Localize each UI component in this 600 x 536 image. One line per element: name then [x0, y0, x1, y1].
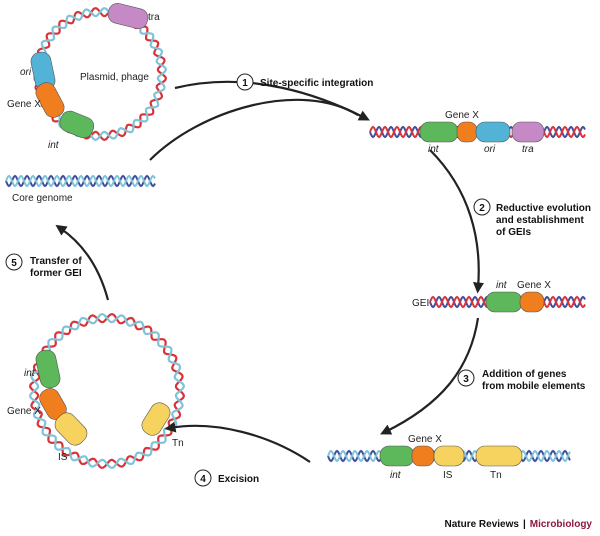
- step-3-number: 3: [463, 374, 469, 385]
- step-4: 4 Excision: [194, 469, 259, 487]
- gene-ori-integrated: [475, 121, 511, 143]
- step-markers: 1 Site-specific integration 2 Reductive …: [5, 73, 591, 487]
- gene-labels: tra Plasmid, phage ori Gene X int Core g…: [7, 12, 551, 481]
- arrow-step-3: [380, 317, 480, 435]
- label-tra-integrated: tra: [522, 144, 534, 155]
- credit-section: Microbiology: [530, 519, 593, 530]
- label-is-bottom-strand: IS: [443, 470, 453, 481]
- step-1-text-line-1: Site-specific integration: [260, 78, 373, 89]
- label-int-gei: int: [496, 280, 508, 291]
- gene-int-top-plasmid: [59, 110, 95, 139]
- label-int-bottom-strand: int: [390, 470, 402, 481]
- step-5: 5 Transfer of former GEI: [5, 253, 82, 279]
- arrow-return-core: [149, 98, 359, 161]
- arrow-step-4: [164, 421, 311, 463]
- label-ori-integrated: ori: [484, 144, 496, 155]
- label-gei: GEI: [412, 298, 429, 309]
- dna-bottom-plasmid: [29, 313, 185, 469]
- gene-int-bottom-strand: [379, 445, 415, 467]
- journal-credit: Nature Reviews | Microbiology: [444, 519, 592, 530]
- label-int-integrated: int: [428, 144, 440, 155]
- gene-int-integrated: [419, 121, 459, 143]
- label-tra-top: tra: [148, 12, 160, 23]
- dna-core-genome: [5, 174, 156, 188]
- step-2-text-line-1: Reductive evolution: [496, 203, 591, 214]
- label-gene-x-bottom-strand: Gene X: [408, 434, 442, 445]
- label-core-genome: Core genome: [12, 193, 73, 204]
- step-5-number: 5: [11, 258, 17, 269]
- label-ori-top: ori: [20, 67, 32, 78]
- step-5-text-line-1: Transfer of: [30, 256, 82, 267]
- credit-separator: |: [523, 519, 526, 530]
- gene-x-gei: [519, 291, 545, 313]
- credit-journal: Nature Reviews: [444, 519, 519, 530]
- gene-is-bottom-strand: [433, 445, 465, 467]
- step-4-number: 4: [200, 474, 206, 485]
- step-2-text-line-3: of GEIs: [496, 227, 531, 238]
- gene-elements: [30, 3, 545, 467]
- label-plasmid-phage: Plasmid, phage: [80, 72, 149, 83]
- arrow-step-2: [429, 149, 484, 294]
- label-tn-bottom-strand: Tn: [490, 470, 502, 481]
- gene-int-bottom-plasmid: [35, 349, 61, 389]
- label-is-bottom-plasmid: IS: [58, 452, 68, 463]
- dna-strands: [5, 7, 586, 469]
- step-3: 3 Addition of genes from mobile elements: [457, 369, 586, 392]
- gene-int-gei: [485, 291, 523, 313]
- label-tn-bottom-plasmid: Tn: [172, 438, 184, 449]
- gene-x-top-plasmid: [35, 82, 65, 118]
- step-3-text-line-2: from mobile elements: [482, 381, 586, 392]
- step-2-text-line-2: and establishment: [496, 215, 584, 226]
- cycle-arrows: [55, 80, 484, 463]
- label-gene-x-bottom-plasmid: Gene X: [7, 406, 41, 417]
- gene-tra-top-plasmid: [107, 3, 149, 29]
- step-4-text-line-1: Excision: [218, 474, 259, 485]
- label-int-top: int: [48, 140, 60, 151]
- step-1: 1 Site-specific integration: [236, 73, 373, 91]
- arrow-step-5: [55, 224, 110, 301]
- gene-tn-bottom-strand: [475, 445, 523, 467]
- step-5-text-line-2: former GEI: [30, 268, 82, 279]
- gene-tra-integrated: [511, 121, 545, 143]
- step-3-text-line-1: Addition of genes: [482, 369, 567, 380]
- step-1-number: 1: [242, 78, 248, 89]
- label-gene-x-top: Gene X: [7, 99, 41, 110]
- label-int-bottom-plasmid: int: [24, 368, 36, 379]
- step-2-number: 2: [479, 203, 485, 214]
- gene-is-bottom-plasmid: [54, 412, 88, 446]
- gene-x-integrated: [456, 121, 478, 143]
- label-gene-x-gei: Gene X: [517, 280, 551, 291]
- gene-tn-bottom-plasmid: [141, 402, 171, 436]
- step-2: 2 Reductive evolution and establishment …: [473, 198, 591, 238]
- gene-x-bottom-strand: [411, 445, 435, 467]
- label-gene-x-integrated: Gene X: [445, 110, 479, 121]
